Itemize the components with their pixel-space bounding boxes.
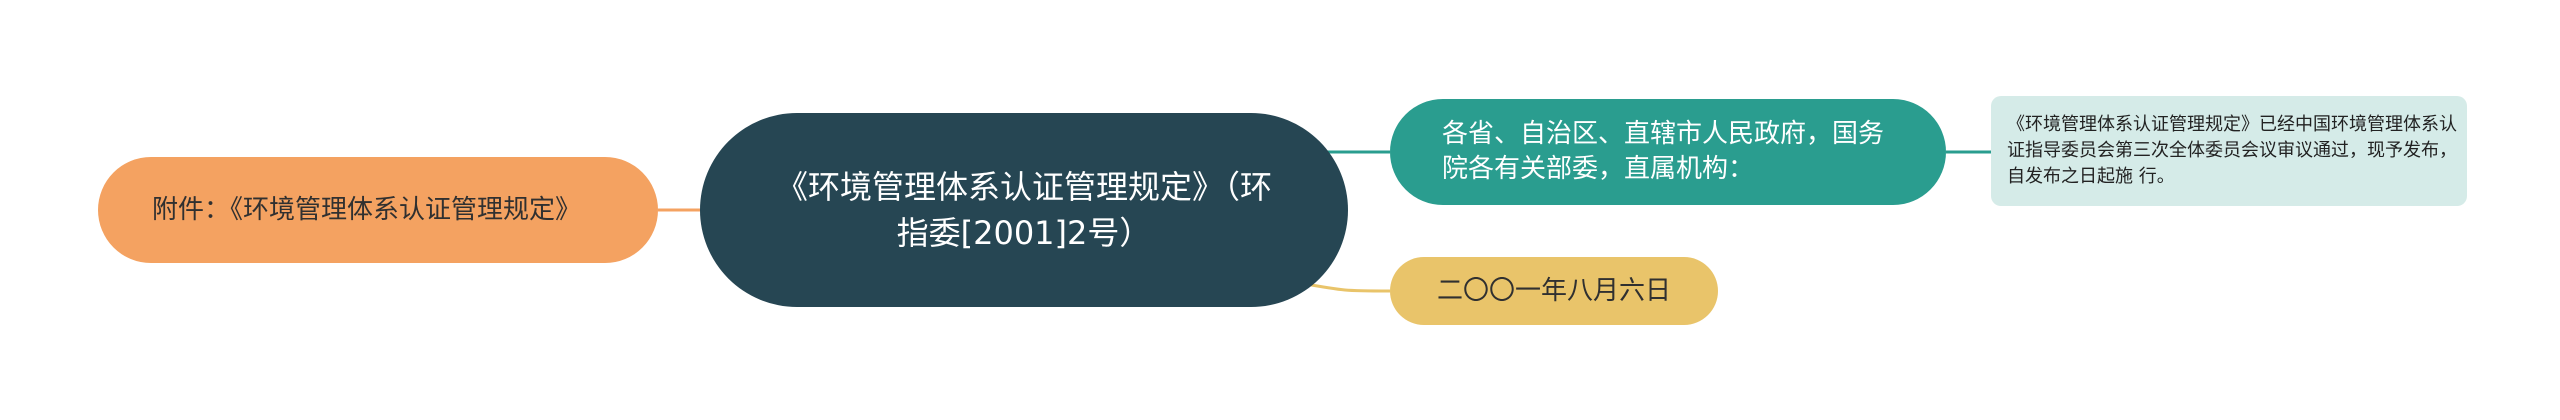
detail-note-text: 《环境管理体系认证管理规定》已经中国环境管理体系认证指导委员会第三次全体委员会议… <box>2007 114 2457 187</box>
recipients-topic-text: 各省、自治区、直辖市人民政府，国务院各有关部委，直属机构： <box>1442 119 1885 184</box>
date-topic-text: 二〇〇一年八月六日 <box>1436 276 1671 306</box>
central-topic-node[interactable]: 《环境管理体系认证管理规定》（环指委[2001]2号） <box>700 113 1348 307</box>
link-center-date <box>1299 281 1391 293</box>
attachment-topic-text: 附件：《环境管理体系认证管理规定》 <box>152 195 582 225</box>
attachment-topic-node[interactable]: 附件：《环境管理体系认证管理规定》 <box>98 157 658 263</box>
recipients-topic-node[interactable]: 各省、自治区、直辖市人民政府，国务院各有关部委，直属机构： <box>1390 99 1946 205</box>
date-topic-node[interactable]: 二〇〇一年八月六日 <box>1390 257 1718 325</box>
central-topic-text: 《环境管理体系认证管理规定》（环指委[2001]2号） <box>775 168 1272 252</box>
detail-note-node[interactable]: 《环境管理体系认证管理规定》已经中国环境管理体系认证指导委员会第三次全体委员会议… <box>1991 96 2467 206</box>
